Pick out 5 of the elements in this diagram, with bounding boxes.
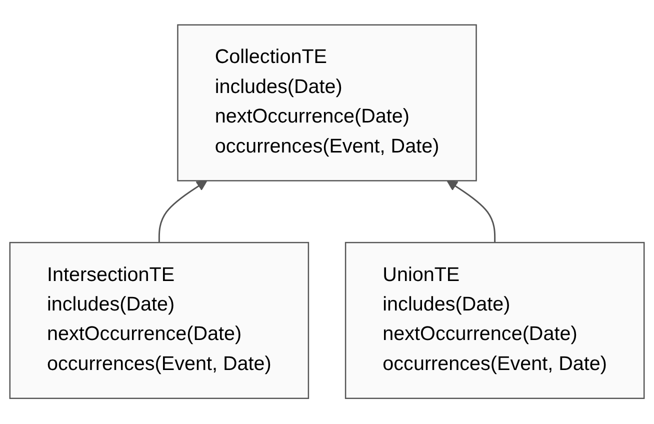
- arrow: [446, 180, 496, 243]
- node-box: IntersectionTE includes(Date) nextOccurrence(Date) occurrences(Event, Date): [9, 242, 310, 400]
- node-box: UnionTE includes(Date) nextOccurrence(Date) occurrences(Event, Date): [344, 242, 645, 400]
- arrow: [158, 180, 208, 243]
- node-box: CollectionTE includes(Date) nextOccurrence(Date) occurrences(Event, Date): [177, 24, 477, 182]
